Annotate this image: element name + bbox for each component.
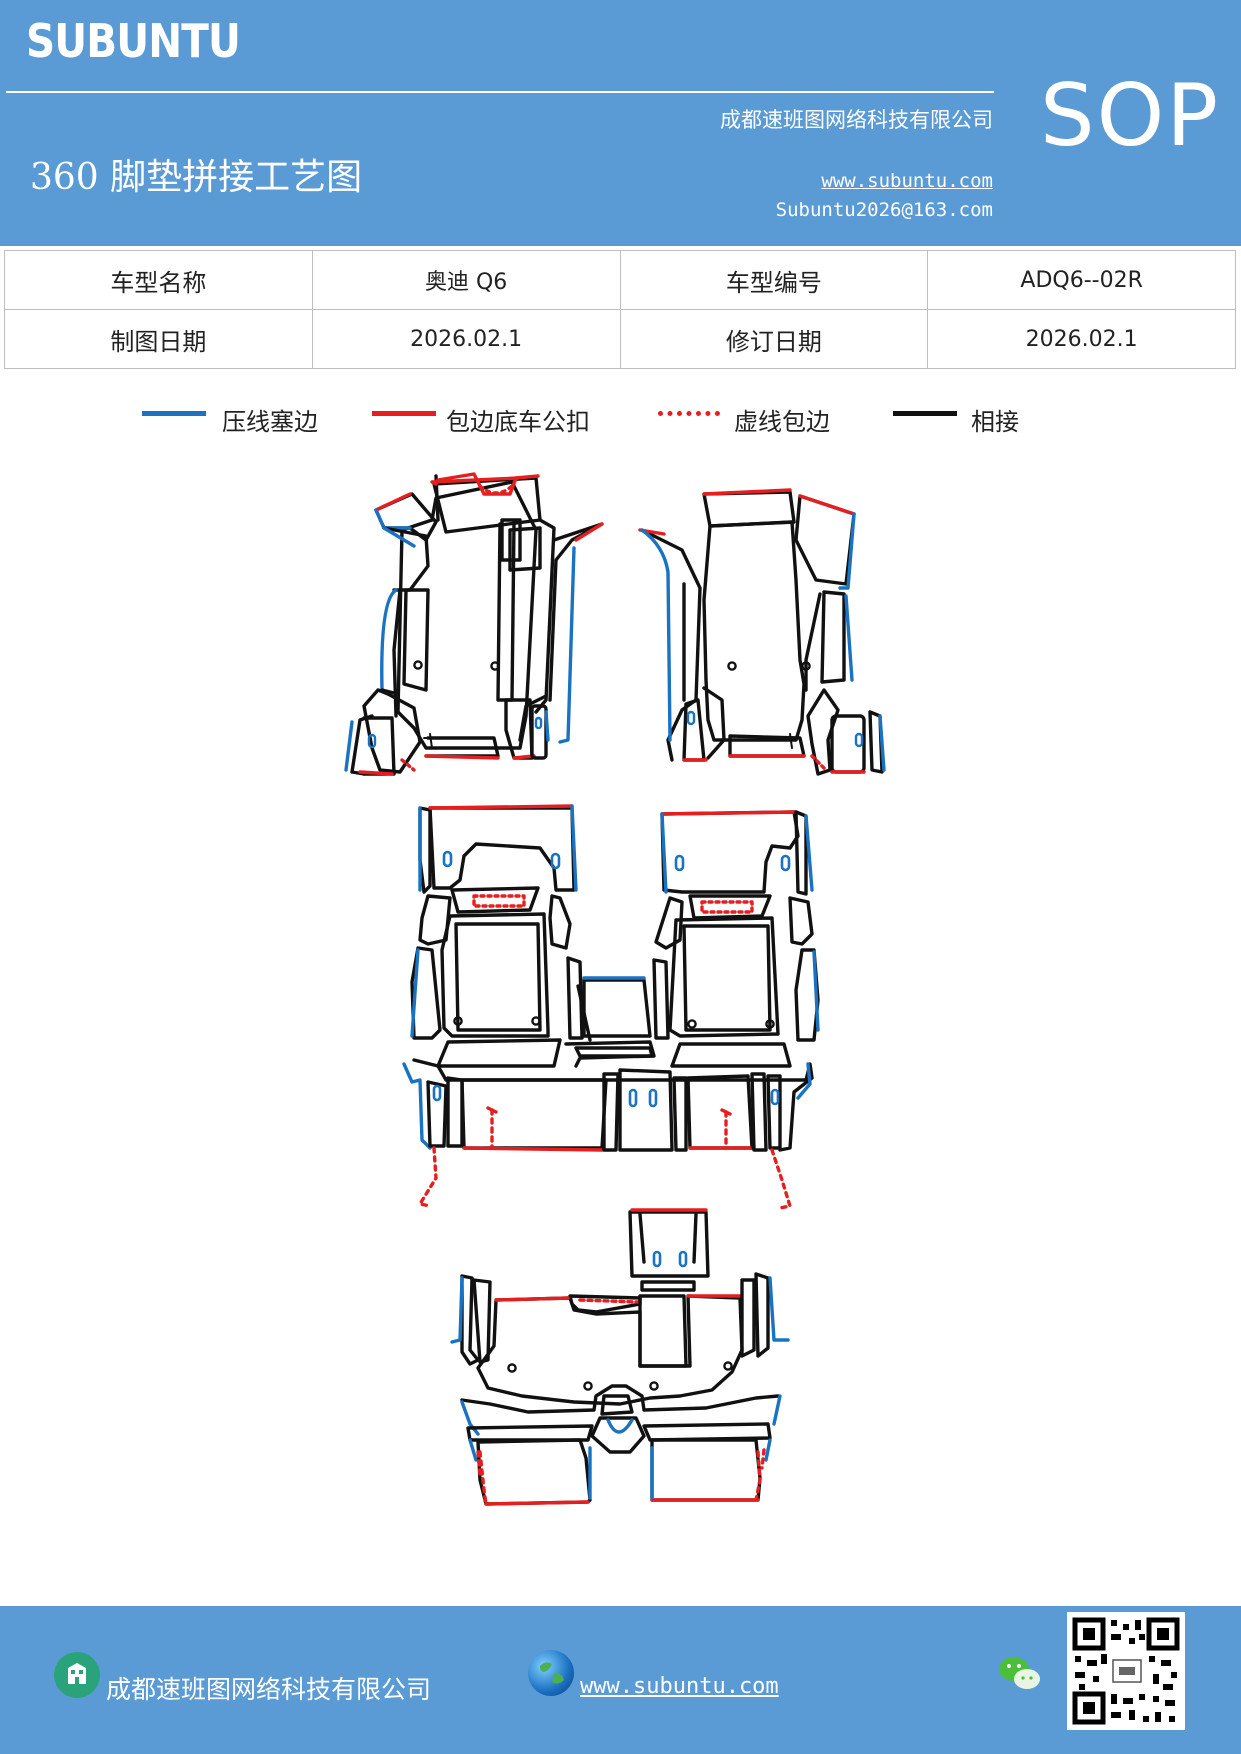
legend-label: 相接: [971, 408, 1019, 436]
legend-swatch: [893, 411, 957, 416]
front-right-mat: [638, 488, 886, 776]
revise-date-label: 修订日期: [619, 309, 929, 369]
legend: 压线塞边 包边底车公扣 虚线包边 相接: [0, 402, 1241, 442]
footer-company-name: 成都速班图网络科技有限公司: [106, 1675, 432, 1704]
header-company-name: 成都速班图网络科技有限公司: [720, 108, 993, 132]
brand-logo: SUBUNTU: [26, 14, 241, 68]
header-banner: [0, 0, 1241, 246]
qr-code-icon: [1067, 1612, 1185, 1730]
middle-row-mats: [402, 804, 820, 1210]
table-row: 制图日期 2026.02.1 修订日期 2026.02.1: [4, 309, 1236, 369]
model-code-value: ADQ6--02R: [927, 250, 1236, 310]
header-email: Subuntu2026@163.com: [775, 199, 993, 221]
legend-swatch: [372, 411, 436, 416]
header-website-link[interactable]: www.subuntu.com: [821, 170, 993, 192]
sop-badge: SOP: [1040, 66, 1221, 166]
draw-date-value: 2026.02.1: [311, 309, 621, 369]
wechat-icon[interactable]: [996, 1652, 1044, 1696]
vehicle-info-table: 车型名称 奥迪 Q6 车型编号 ADQ6--02R 制图日期 2026.02.1…: [4, 250, 1236, 369]
page-title: 360 脚垫拼接工艺图: [30, 157, 363, 198]
legend-label: 压线塞边: [222, 408, 318, 436]
model-name-label: 车型名称: [4, 250, 313, 310]
legend-label: 包边底车公扣: [446, 408, 590, 436]
building-icon: [54, 1652, 100, 1698]
legend-label: 虚线包边: [734, 408, 830, 436]
header-divider: [6, 91, 994, 93]
model-code-label: 车型编号: [619, 250, 929, 310]
globe-icon: [528, 1650, 574, 1696]
draw-date-label: 制图日期: [4, 309, 313, 369]
revise-date-value: 2026.02.1: [927, 309, 1236, 369]
rear-row-mats: [450, 1208, 790, 1506]
legend-swatch: [142, 411, 206, 416]
front-left-mat: [344, 472, 604, 776]
model-name-value: 奥迪 Q6: [311, 250, 621, 310]
footer-website-link[interactable]: www.subuntu.com: [580, 1674, 779, 1699]
table-row: 车型名称 奥迪 Q6 车型编号 ADQ6--02R: [4, 250, 1236, 310]
floor-mat-splice-diagram: [344, 472, 886, 1506]
legend-swatch: [658, 411, 720, 416]
